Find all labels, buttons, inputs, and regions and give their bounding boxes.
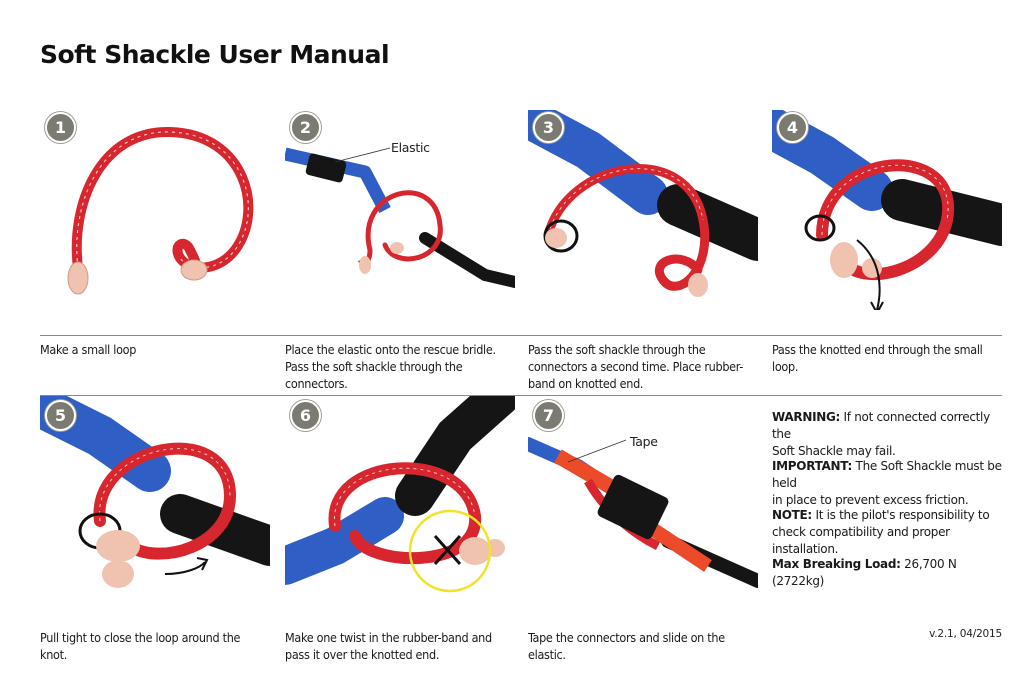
max-breaking-load: Max Breaking Load: 26,700 N (2722kg) — [772, 557, 957, 588]
step-2-caption: Place the elastic onto the rescue bridle… — [285, 342, 496, 391]
step-5-image — [40, 396, 270, 596]
step-6-badge: 6 — [290, 400, 321, 431]
step-2-badge: 2 — [290, 112, 321, 143]
step-1-image — [40, 110, 270, 310]
row-divider-top — [40, 335, 1002, 336]
responsibility-note: NOTE: It is the pilot's responsibility t… — [772, 508, 990, 556]
step-5-badge: 5 — [45, 400, 76, 431]
step-2-image — [285, 110, 515, 310]
step-6-image — [285, 396, 515, 596]
step-7-badge: 7 — [533, 400, 564, 431]
step-3-caption: Pass the soft shackle through the connec… — [528, 342, 744, 391]
step-5-caption: Pull tight to close the loop around the … — [40, 630, 241, 662]
step-1-caption: Make a small loop — [40, 342, 137, 357]
row-divider-bottom — [40, 395, 1002, 396]
step-1-badge: 1 — [45, 112, 76, 143]
step-3-image — [528, 110, 758, 310]
step-7-image — [528, 396, 758, 596]
step-4-caption: Pass the knotted end through the small l… — [772, 342, 983, 374]
step-4-image — [772, 110, 1002, 310]
warning-note: WARNING: If not connected correctly the … — [772, 410, 990, 458]
page-title: Soft Shackle User Manual — [40, 40, 390, 69]
step-3-badge: 3 — [533, 112, 564, 143]
step-4-badge: 4 — [777, 112, 808, 143]
elastic-callout-label: Elastic — [391, 140, 430, 155]
tape-callout-label: Tape — [630, 434, 658, 449]
step-6-caption: Make one twist in the rubber-band and pa… — [285, 630, 492, 662]
step-7-caption: Tape the connectors and slide on the ela… — [528, 630, 725, 662]
version-label: v.2.1, 04/2015 — [929, 628, 1002, 640]
important-note: IMPORTANT: The Soft Shackle must be held… — [772, 459, 1002, 507]
